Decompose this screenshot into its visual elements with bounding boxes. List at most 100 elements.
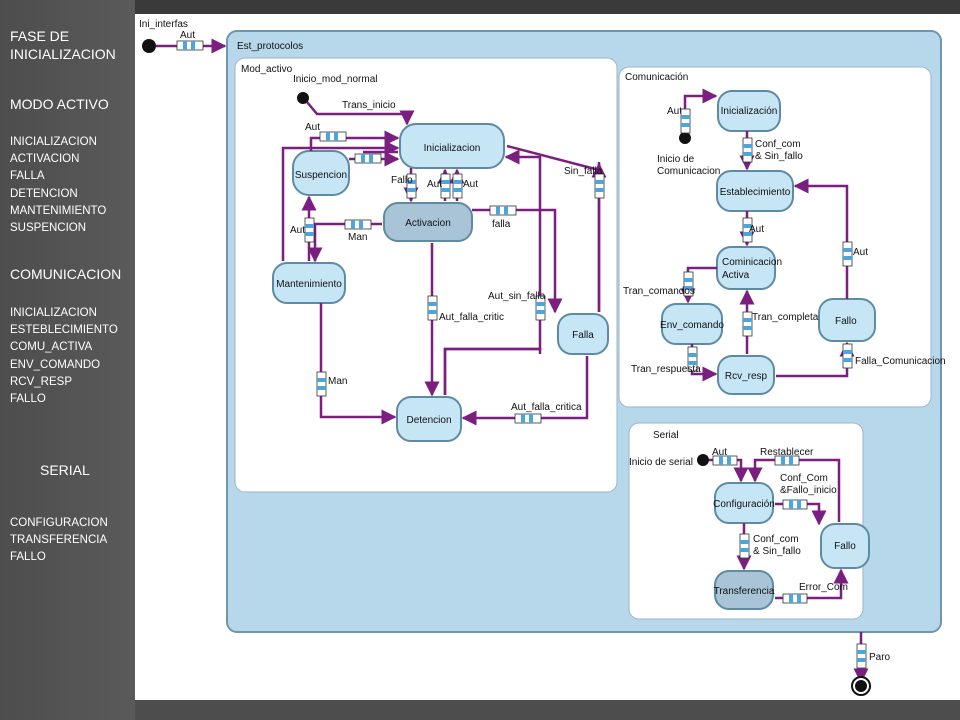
svg-text:Inicialización: Inicialización: [721, 106, 778, 117]
list-item: DETENCION: [10, 187, 78, 200]
state-suspencion[interactable]: Suspencion: [292, 150, 350, 196]
modo-activo-list: INICIALIZACION ACTIVACION FALLA DETENCIO…: [10, 134, 106, 237]
state-inicializacion[interactable]: Inicializacion: [399, 123, 505, 169]
label-conf-com-fallo-1: Conf_Com: [780, 473, 828, 484]
state-rcv-resp[interactable]: Rcv_resp: [717, 355, 775, 395]
mod-initial-node: [297, 92, 309, 104]
svg-text:Rcv_resp: Rcv_resp: [725, 371, 768, 382]
label-aut-sin-falla: Aut_sin_falla: [488, 291, 546, 302]
state-com-inicializacion[interactable]: Inicialización: [717, 90, 781, 132]
label-aut: Aut: [463, 179, 478, 190]
state-comunicacion-activa[interactable]: Cominicacion Activa: [716, 246, 782, 290]
label-aut: Aut: [853, 247, 868, 258]
svg-text:Env_comando: Env_comando: [660, 320, 724, 331]
list-item: ACTIVACION: [10, 153, 80, 166]
sidebar: FASE DE INICIALIZACION MODO ACTIVO INICI…: [0, 0, 135, 720]
label-tran-respuesta: Tran_respuesta: [631, 364, 701, 375]
paro-label: Paro: [869, 652, 891, 663]
est-protocolos-label: Est_protocolos: [237, 41, 303, 52]
state-com-fallo[interactable]: Fallo: [818, 298, 876, 342]
label-aut: Aut: [712, 447, 727, 458]
queue-icon: [406, 173, 417, 199]
svg-text:Establecimiento: Establecimiento: [720, 187, 791, 198]
queue-icon: [842, 241, 853, 267]
svg-text:Detencion: Detencion: [406, 415, 451, 426]
state-serial-fallo[interactable]: Fallo: [820, 523, 870, 569]
list-item: RCV_RESP: [10, 375, 72, 388]
state-transferencia[interactable]: Transferencia: [714, 570, 775, 610]
serial-list: CONFIGURACION TRANSFERENCIA FALLO: [10, 515, 108, 567]
label-tran-comandos: Tran_comandos: [623, 286, 695, 297]
label-fallo: Fallo: [391, 175, 413, 186]
state-detencion[interactable]: Detencion: [396, 396, 462, 442]
queue-icon: [316, 371, 327, 397]
queue-icon: [856, 643, 867, 669]
queue-icon: [304, 217, 315, 243]
list-item: CONFIGURACION: [10, 517, 108, 529]
state-env-comando[interactable]: Env_comando: [660, 303, 724, 345]
svg-text:Fallo: Fallo: [834, 541, 856, 552]
label-conf-com-sin-1: Conf_com: [753, 534, 799, 545]
queue-icon: [319, 131, 347, 142]
diagram-canvas: Ini_interfas Aut Est_protocolos Mod_acti…: [135, 14, 960, 700]
label-aut: Aut: [749, 224, 764, 235]
queue-icon: [344, 219, 372, 230]
label-aut: Aut: [667, 106, 682, 117]
svg-text:Transferencia: Transferencia: [714, 586, 775, 597]
queue-icon: [452, 173, 463, 199]
top-bar: [135, 0, 960, 14]
queue-icon: [680, 108, 691, 134]
state-configuracion[interactable]: Configuración: [713, 482, 775, 524]
queue-icon: [427, 295, 438, 321]
inicio-serial-label: Inicio de serial: [629, 457, 693, 468]
label-aut: Aut: [305, 122, 320, 133]
queue-icon: [712, 455, 738, 466]
serial-initial-node: [697, 454, 709, 466]
queue-icon: [683, 271, 694, 297]
state-establecimiento[interactable]: Establecimiento: [716, 170, 794, 212]
inicio-mod-normal-label: Inicio_mod_normal: [293, 74, 378, 85]
serial-title: Serial: [653, 430, 679, 441]
list-item: FALLO: [10, 393, 46, 406]
label-restablecer: Restablecer: [760, 447, 814, 458]
queue-icon: [687, 346, 698, 372]
label-error-com: Error_Com: [799, 582, 848, 593]
list-item: FALLO: [10, 551, 46, 564]
trans-inicio-label: Trans_inicio: [342, 100, 396, 111]
com-initial-node: [679, 132, 691, 144]
list-item: MANTENIMIENTO: [10, 204, 107, 217]
comunicacion-title: COMUNICACION: [10, 266, 122, 282]
bottom-bar: [135, 700, 960, 720]
state-falla[interactable]: Falla: [557, 313, 609, 355]
label-aut: Aut: [427, 179, 442, 190]
list-item: ESTEBLECIMIENTO: [10, 324, 118, 337]
list-item: SUSPENCION: [10, 222, 87, 235]
queue-icon: [739, 533, 750, 559]
queue-icon: [782, 593, 808, 604]
svg-text:Mantenimiento: Mantenimiento: [276, 279, 342, 290]
comunicacion-list: INICIALIZACION ESTEBLECIMIENTO COMU_ACTI…: [10, 305, 118, 408]
queue-icon: [489, 205, 517, 216]
queue-icon: [535, 295, 546, 321]
svg-text:Inicializacion: Inicializacion: [424, 143, 481, 154]
aut-top-label: Aut: [180, 30, 195, 41]
label-man: Man: [348, 232, 367, 243]
label-sin-fallo: & Sin_fallo: [755, 151, 803, 162]
sidebar-title: FASE DE INICIALIZACION: [10, 28, 116, 62]
label-tran-completa: Tran_completa: [752, 312, 819, 323]
label-conf-com-fallo-2: &Fallo_inicio: [780, 485, 837, 496]
label-falla-comunicacion: Falla_Comunicacion: [855, 356, 946, 367]
label-conf-com: Conf_com: [755, 139, 801, 150]
label-aut: Aut: [290, 225, 305, 236]
list-item: COMU_ACTIVA: [10, 341, 93, 354]
comunicacion-title: Comunicación: [625, 72, 688, 83]
state-mantenimiento[interactable]: Mantenimiento: [272, 262, 346, 304]
queue-icon: [176, 40, 204, 51]
inicio-comunicacion-line2: Comunicacion: [657, 166, 720, 177]
queue-icon: [742, 311, 753, 337]
state-activacion[interactable]: Activacion: [383, 202, 473, 242]
queue-icon: [782, 499, 808, 510]
label-falla: falla: [492, 219, 511, 230]
list-item: FALLA: [10, 170, 45, 183]
queue-icon: [742, 137, 753, 163]
